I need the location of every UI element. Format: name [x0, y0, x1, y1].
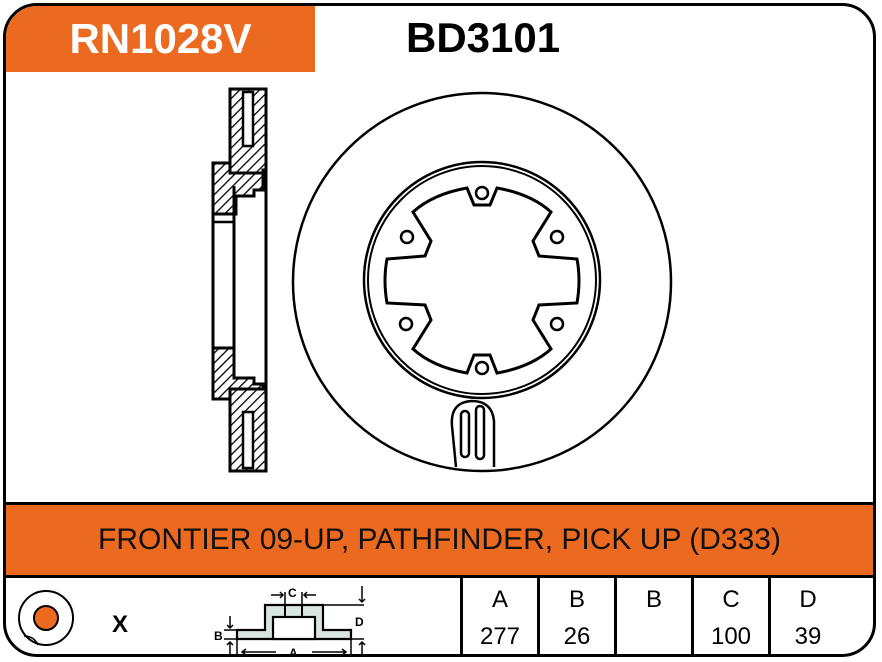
dim-col-b2: B [614, 578, 691, 654]
dim-header: C [722, 586, 740, 613]
cross-section-view [211, 87, 268, 473]
disc-hole-icon [18, 590, 74, 646]
dim-col-b: B 26 [537, 578, 614, 654]
product-card: RN1028V BD3101 [3, 3, 876, 657]
part-code-tab: RN1028V [6, 6, 315, 72]
brake-disc-drawing [211, 87, 673, 473]
dim-header: A [491, 586, 508, 613]
dim-header: B [645, 586, 662, 613]
profile-label-d: D [355, 615, 364, 629]
dim-value: 26 [563, 623, 591, 650]
application-band: FRONTIER 09-UP, PATHFINDER, PICK UP (D33… [6, 502, 873, 578]
dim-header: D [799, 586, 817, 613]
dim-header: B [568, 586, 585, 613]
dimensions-row: X C B D A A [6, 578, 873, 657]
disc-profile-diagram: C B D A [214, 586, 366, 657]
front-view [291, 91, 673, 473]
multiplier-label: X [112, 611, 129, 638]
profile-label-a: A [289, 646, 298, 657]
dim-value: 100 [710, 623, 752, 650]
profile-label-b: B [214, 629, 223, 643]
reference-code: BD3101 [406, 14, 561, 61]
part-code: RN1028V [69, 15, 252, 62]
dim-value: 277 [479, 623, 521, 650]
dim-col-d: D 39 [768, 578, 845, 654]
profile-label-c: C [288, 586, 297, 600]
vehicle-application: FRONTIER 09-UP, PATHFINDER, PICK UP (D33… [98, 523, 781, 556]
dimension-table: A 277 B 26 B C 100 D 39 [460, 578, 845, 654]
dim-col-a: A 277 [460, 578, 537, 654]
dim-col-c: C 100 [691, 578, 768, 654]
dim-value: 39 [794, 623, 822, 650]
